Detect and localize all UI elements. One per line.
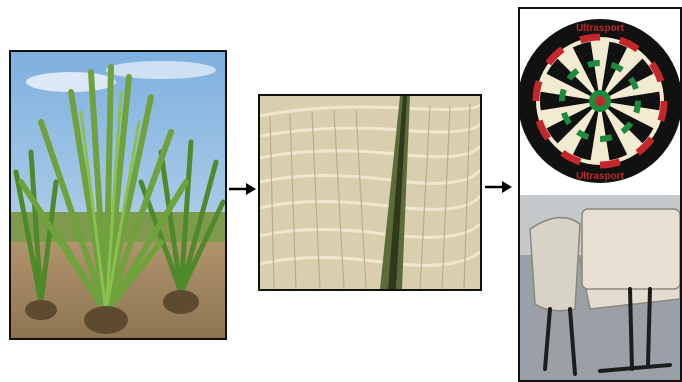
dartboard-icon: Ultrasport Ultrasport bbox=[520, 19, 680, 183]
sisal-plant-field-icon bbox=[11, 52, 225, 338]
sisal-fiber-panel bbox=[258, 94, 482, 291]
svg-text:Ultrasport: Ultrasport bbox=[576, 171, 624, 182]
drying-sisal-fiber-icon bbox=[260, 96, 480, 289]
sisal-products-panel: Ultrasport Ultrasport bbox=[518, 7, 682, 382]
svg-text:Ultrasport: Ultrasport bbox=[576, 23, 624, 34]
sisal-plant-panel bbox=[9, 50, 227, 340]
arrow-right-icon bbox=[229, 182, 257, 196]
arrow-right-icon bbox=[485, 180, 513, 194]
dartboard-and-desk-icon: Ultrasport Ultrasport bbox=[520, 9, 680, 380]
school-desk-icon bbox=[520, 195, 680, 380]
